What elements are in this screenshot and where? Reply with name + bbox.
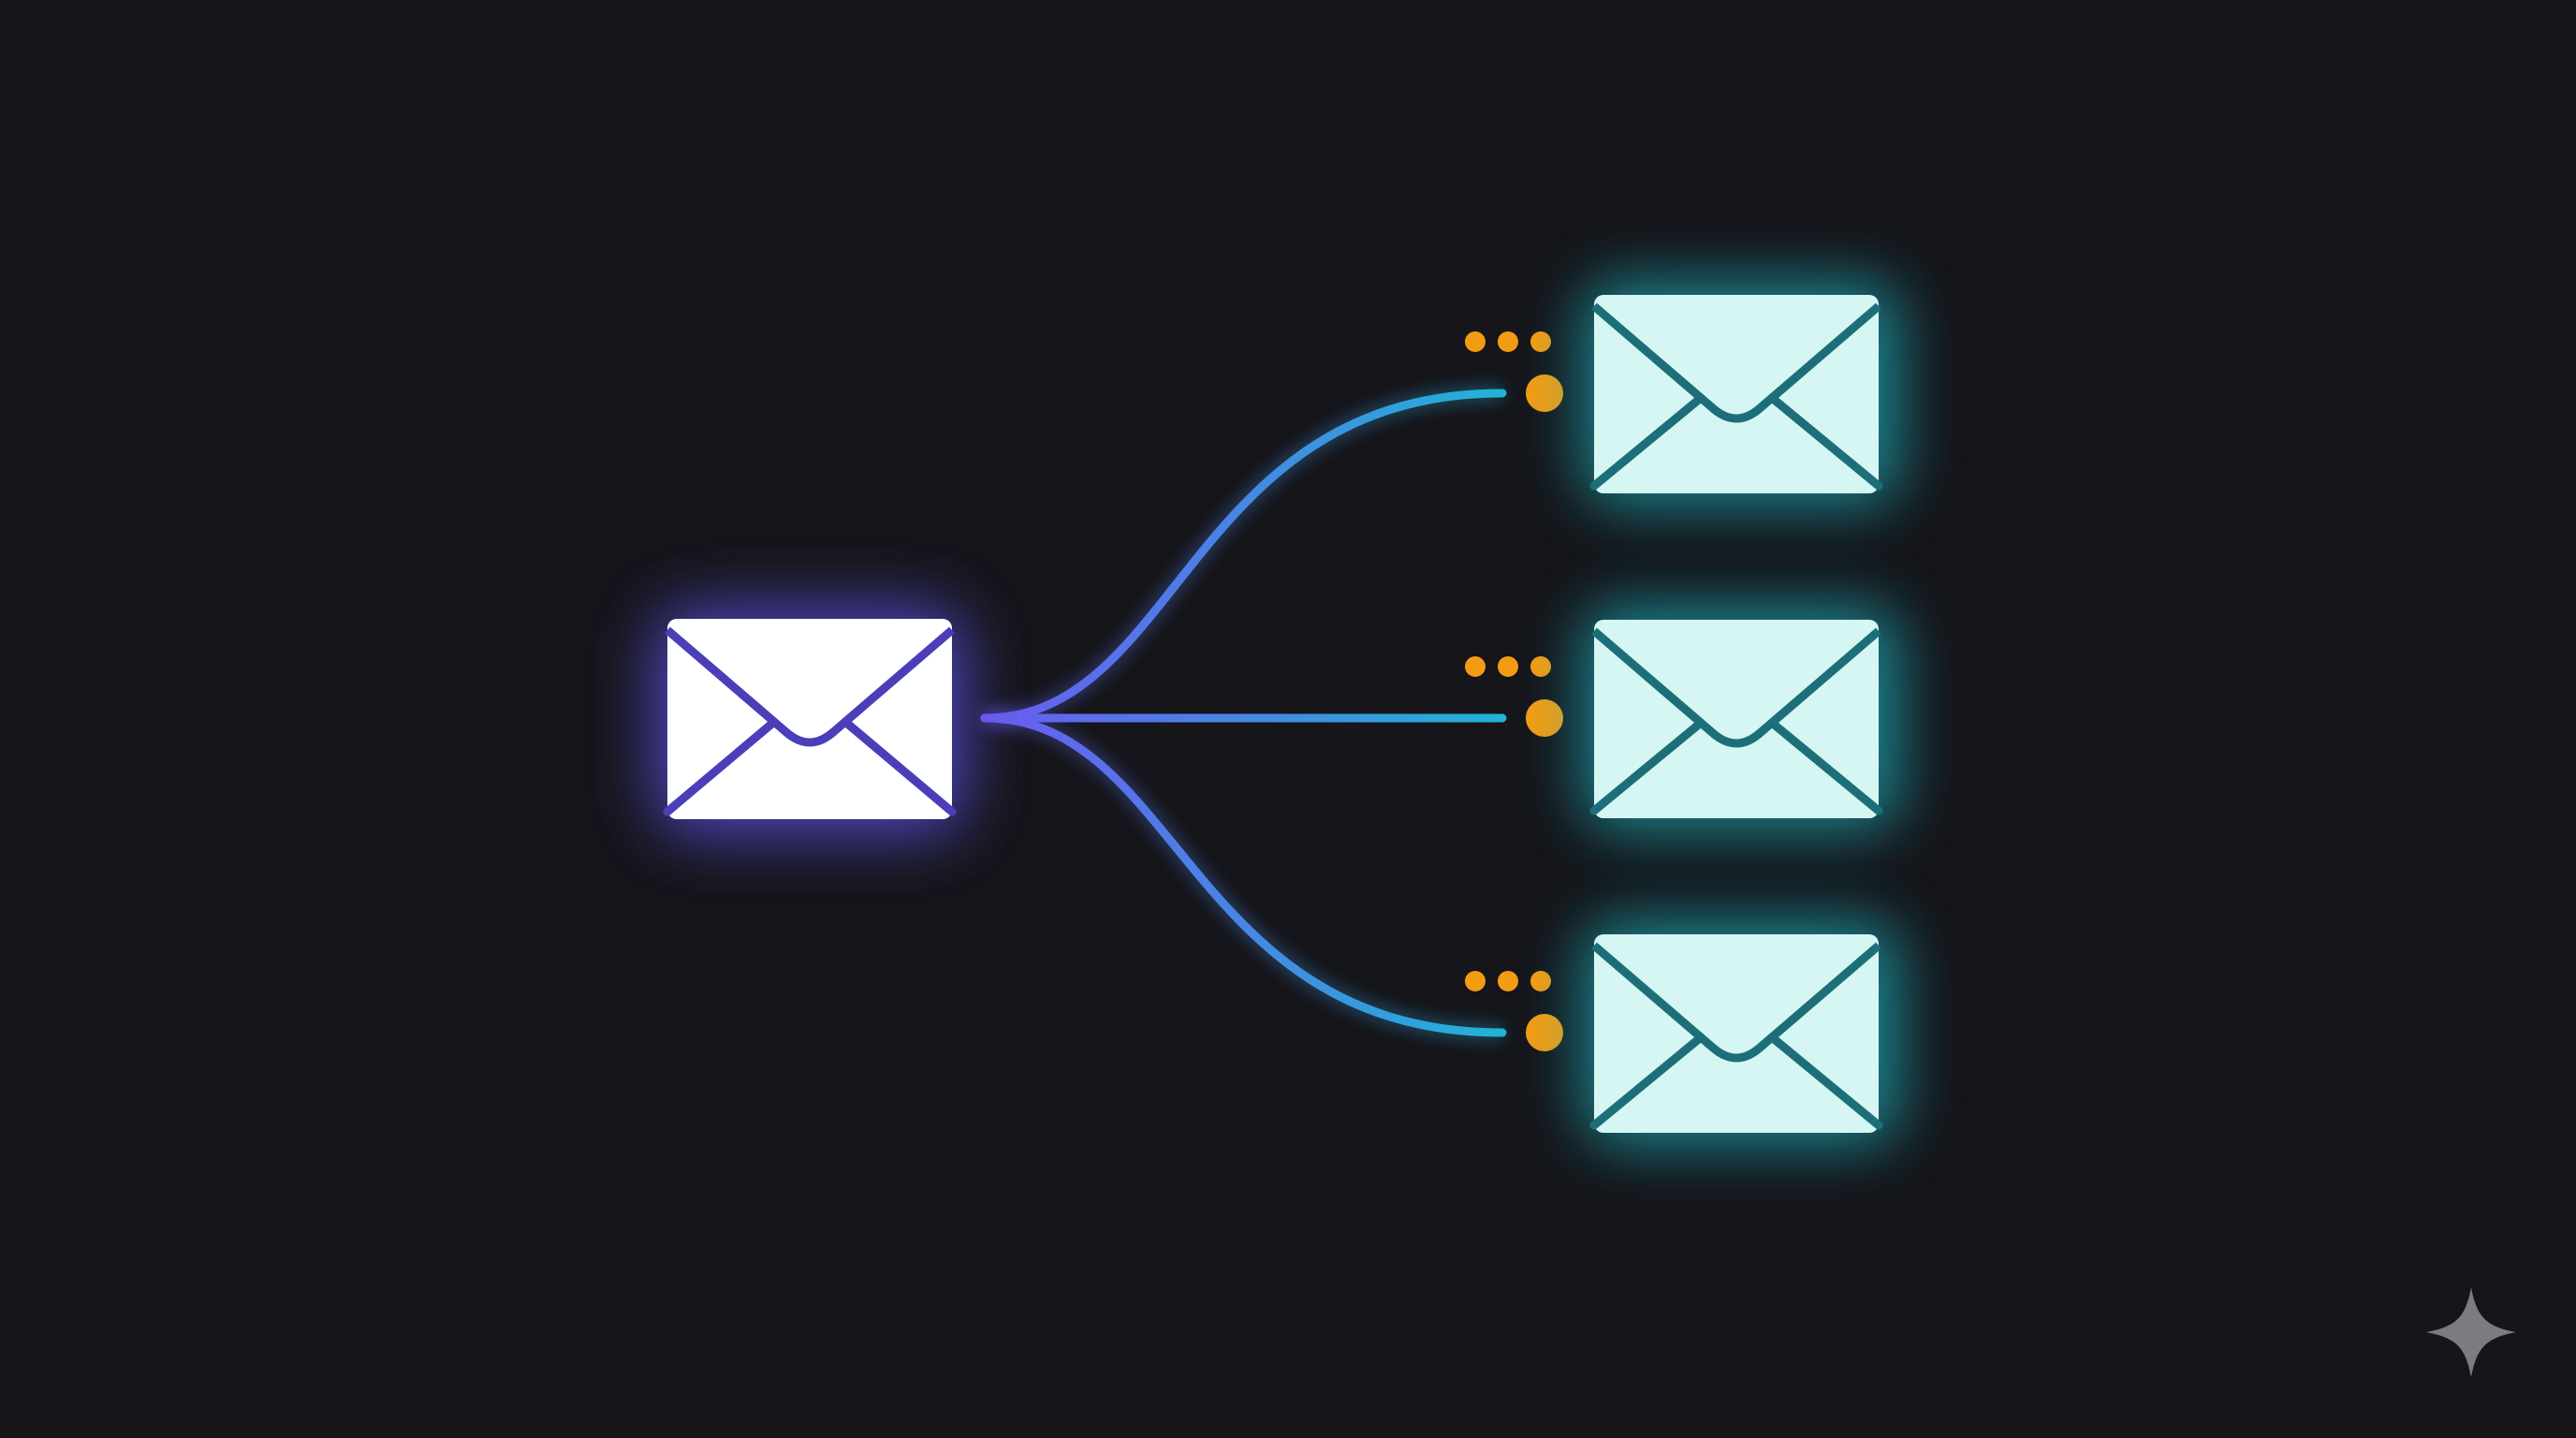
recipient-envelope-2 <box>1465 606 1900 830</box>
connector-bottom <box>980 712 1507 1039</box>
envelope-icon <box>1589 934 1883 1133</box>
connector-lines <box>980 387 1507 1039</box>
source-envelope <box>655 609 964 833</box>
typing-dot <box>1530 971 1551 991</box>
envelope-icon <box>663 619 957 819</box>
typing-dot <box>1498 971 1518 991</box>
typing-dot <box>1498 656 1518 677</box>
typing-dot <box>1530 331 1551 352</box>
typing-dot <box>1465 971 1486 991</box>
envelope-icon <box>1589 295 1883 493</box>
envelope-icon <box>1589 620 1883 818</box>
typing-dots-icon <box>1465 656 1563 737</box>
typing-dot <box>1465 656 1486 677</box>
recipient-envelope-1 <box>1465 281 1900 506</box>
typing-dot <box>1465 331 1486 352</box>
connector-top <box>980 387 1507 725</box>
typing-dots-icon <box>1465 971 1563 1051</box>
sparkle-icon <box>2426 1287 2516 1377</box>
typing-dots-icon <box>1465 331 1563 412</box>
typing-dot <box>1526 699 1563 737</box>
typing-dot <box>1530 656 1551 677</box>
typing-dot <box>1498 331 1518 352</box>
typing-dot <box>1526 374 1563 412</box>
recipient-envelopes <box>1465 281 1900 1145</box>
recipient-envelope-3 <box>1465 920 1900 1145</box>
typing-dot <box>1526 1014 1563 1051</box>
